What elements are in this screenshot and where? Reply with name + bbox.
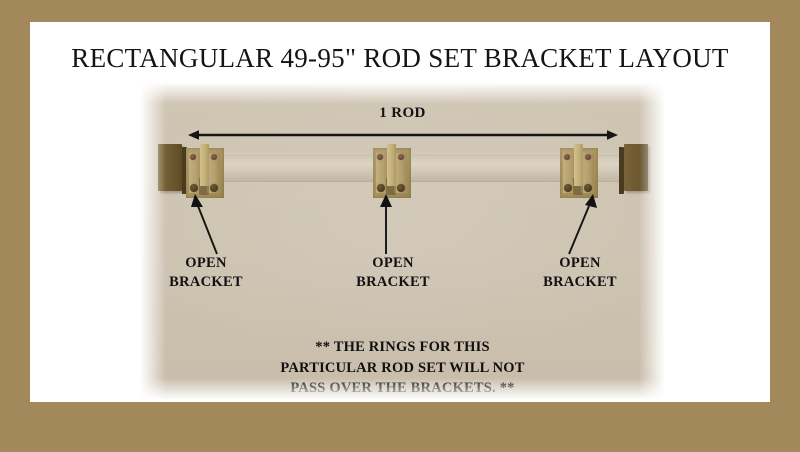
caption-line-2: BRACKET xyxy=(543,274,617,290)
bracket-shadow xyxy=(386,178,396,195)
bracket-arm-left xyxy=(563,153,576,193)
screw-top-right xyxy=(585,154,591,160)
caption-line-2: BRACKET xyxy=(169,274,243,290)
rod-layout-photo: 1 ROD xyxy=(140,82,665,400)
pointer-arrow-right-bracket xyxy=(568,194,597,255)
bracket-center-post xyxy=(200,144,209,186)
bracket-shadow xyxy=(199,178,209,195)
pointer-arrow-center-bracket xyxy=(380,194,392,254)
bracket-arm-right xyxy=(581,153,594,193)
bracket-center-post xyxy=(387,144,396,186)
bracket-arm-left xyxy=(376,153,389,193)
screw-bottom-right xyxy=(584,184,592,192)
footnote-line-2: PARTICULAR ROD SET WILL NOT xyxy=(280,359,525,376)
screw-bottom-left xyxy=(377,184,385,192)
screw-top-right xyxy=(211,154,217,160)
caption-open-bracket-center: OPEN BRACKET xyxy=(328,254,458,292)
screw-top-left xyxy=(564,154,570,160)
screw-top-left xyxy=(377,154,383,160)
screw-bottom-right xyxy=(210,184,218,192)
bracket-shadow xyxy=(573,178,583,195)
content-card: RECTANGULAR 49-95" ROD SET BRACKET LAYOU… xyxy=(30,22,770,402)
footnote-line-3: PASS OVER THE BRACKETS. ** xyxy=(290,380,515,396)
open-bracket-right xyxy=(560,144,598,198)
screw-bottom-left xyxy=(564,184,572,192)
footnote-line-1: ** THE RINGS FOR THIS xyxy=(315,339,490,355)
caption-line-1: OPEN xyxy=(372,255,414,271)
screw-bottom-right xyxy=(397,184,405,192)
finial-left xyxy=(158,144,187,194)
rod-span-dimension-arrow xyxy=(188,130,618,140)
bracket-arm-right xyxy=(394,153,407,193)
caption-open-bracket-right: OPEN BRACKET xyxy=(515,254,645,292)
finial-right xyxy=(619,144,648,194)
open-bracket-center xyxy=(373,144,411,198)
bracket-arm-left xyxy=(189,153,202,193)
caption-line-1: OPEN xyxy=(185,255,227,271)
bracket-arm-right xyxy=(207,153,220,193)
screw-top-right xyxy=(398,154,404,160)
footnote-note: ** THE RINGS FOR THIS PARTICULAR ROD SET… xyxy=(140,337,665,399)
screw-bottom-left xyxy=(190,184,198,192)
page-title: RECTANGULAR 49-95" ROD SET BRACKET LAYOU… xyxy=(71,43,729,73)
caption-line-2: BRACKET xyxy=(356,274,430,290)
caption-open-bracket-left: OPEN BRACKET xyxy=(141,254,271,292)
bracket-center-post xyxy=(574,144,583,186)
caption-line-1: OPEN xyxy=(559,255,601,271)
rod-span-label: 1 ROD xyxy=(379,105,426,121)
screw-top-left xyxy=(190,154,196,160)
pointer-arrow-left-bracket xyxy=(191,194,218,255)
open-bracket-left xyxy=(186,144,224,198)
